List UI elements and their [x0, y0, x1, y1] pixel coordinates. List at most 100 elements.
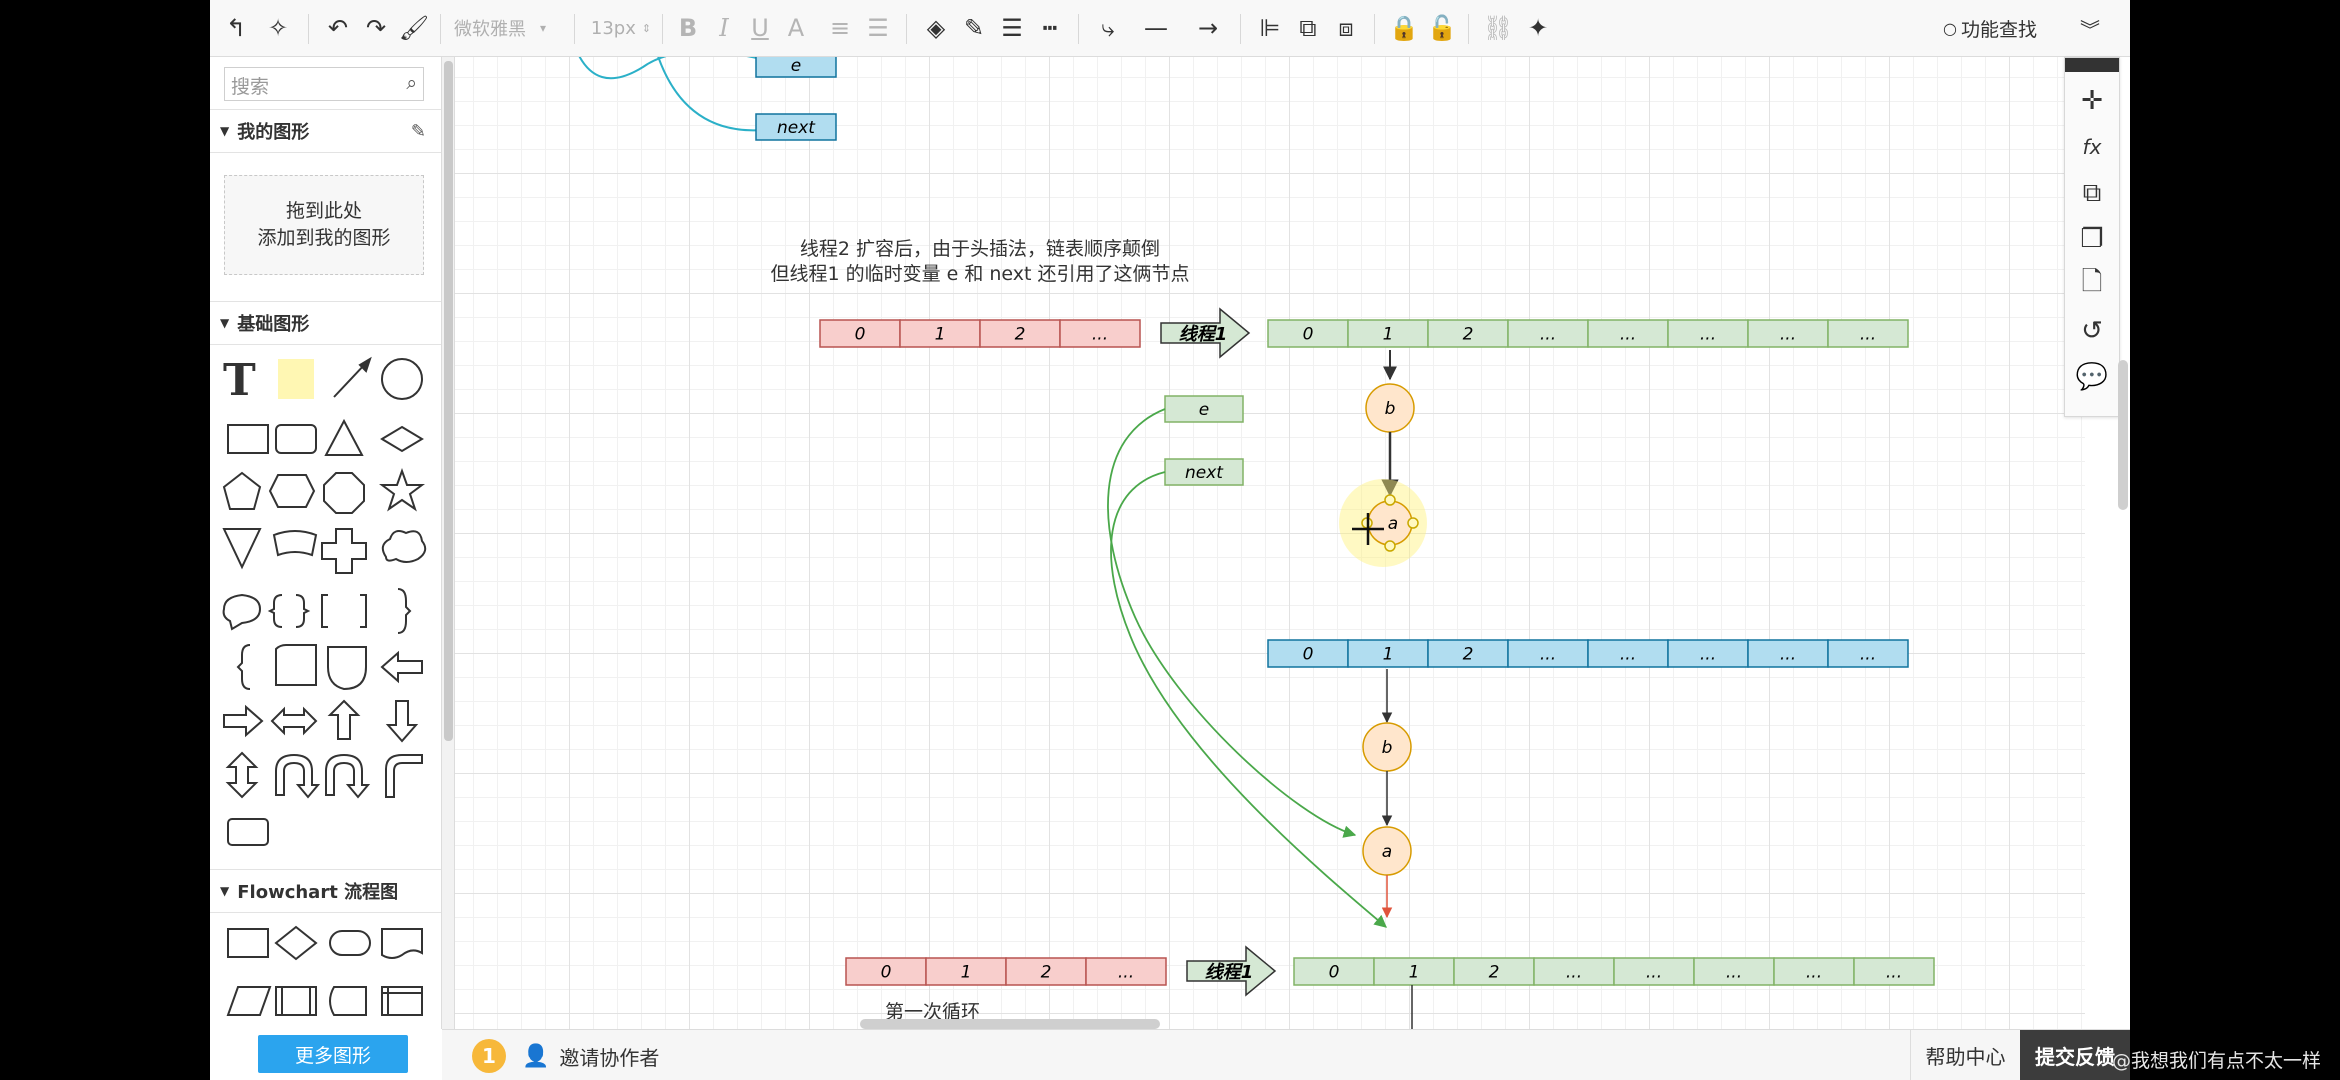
shape-pentagon[interactable] — [222, 471, 262, 510]
shape-star[interactable] — [379, 468, 425, 512]
page-icon[interactable]: 🗋 — [2081, 267, 2103, 297]
shape-u-turn-2[interactable] — [325, 753, 371, 799]
shape-octagon[interactable] — [323, 472, 365, 514]
top-var-e[interactable]: e — [755, 57, 837, 78]
connector-curve-icon[interactable]: ⤷ — [1101, 14, 1115, 42]
flow-process[interactable] — [227, 928, 269, 958]
line-width-icon[interactable]: ☰ — [1001, 14, 1023, 42]
shape-rectangle[interactable] — [227, 424, 269, 454]
flow-stored-data[interactable] — [329, 986, 367, 1016]
shape-bracket-right[interactable] — [360, 594, 367, 628]
edit-icon[interactable]: ✎ — [410, 121, 426, 142]
collaborator-count-badge[interactable]: 1 — [472, 1039, 506, 1073]
new-array-cell-0[interactable]: 0 — [1267, 319, 1349, 348]
section-flowchart[interactable]: ▼ Flowchart 流程图 — [210, 869, 441, 913]
align-icon[interactable]: ≡ — [829, 14, 851, 42]
shape-u-turn[interactable] — [275, 753, 321, 799]
new-array-cell-5[interactable]: ... — [1667, 319, 1749, 348]
new-array-cell-3[interactable]: ... — [1507, 319, 1589, 348]
old-array-cell-2[interactable]: 2 — [979, 319, 1061, 348]
new-array-cell-4[interactable]: ... — [1587, 319, 1669, 348]
line-spacing-icon[interactable]: ☰ — [867, 14, 889, 42]
blue-array-cell-7[interactable]: ... — [1827, 639, 1909, 668]
shape-cross[interactable] — [321, 528, 367, 574]
mid-var-next[interactable]: next — [1164, 458, 1244, 486]
node-a-2[interactable]: a — [1362, 826, 1412, 876]
undo-icon[interactable]: ↶ — [327, 14, 349, 42]
bottom-new-array-cell-3[interactable]: ... — [1533, 957, 1615, 986]
more-shapes-button[interactable]: 更多图形 — [258, 1035, 408, 1073]
flow-predefined[interactable] — [275, 986, 317, 1016]
shape-rounded-rect[interactable] — [275, 424, 317, 454]
new-array-cell-7[interactable]: ... — [1827, 319, 1909, 348]
my-shapes-drop-zone[interactable]: 拖到此处 添加到我的图形 — [224, 175, 424, 275]
help-center-button[interactable]: 帮助中心 — [1910, 1030, 2020, 1080]
blue-array-cell-4[interactable]: ... — [1587, 639, 1669, 668]
shape-tear[interactable] — [327, 646, 367, 691]
shape-diamond[interactable] — [380, 425, 424, 453]
blue-array-cell-1[interactable]: 1 — [1347, 639, 1429, 668]
canvas-vertical-scrollbar[interactable] — [2118, 360, 2128, 510]
old-array-cell-3[interactable]: ... — [1059, 319, 1141, 348]
shape-curly-brace[interactable] — [397, 588, 412, 634]
line-style-icon[interactable]: ┅ — [1042, 14, 1058, 42]
shape-text[interactable]: T — [223, 355, 256, 406]
bottom-old-array-cell-2[interactable]: 2 — [1005, 957, 1087, 986]
feedback-button[interactable]: 提交反馈 — [2020, 1030, 2130, 1080]
blue-array-cell-5[interactable]: ... — [1667, 639, 1749, 668]
link-icon[interactable]: ⛓ — [1482, 14, 1514, 42]
shape-arrow-right[interactable] — [223, 704, 264, 738]
new-array-cell-1[interactable]: 1 — [1347, 319, 1429, 348]
shape-cloud[interactable] — [381, 530, 427, 563]
thread1-arrow-bottom[interactable]: 线程1 — [1186, 945, 1277, 997]
search-icon[interactable]: ⌕ — [406, 72, 417, 94]
line-end-icon[interactable]: — — [1144, 14, 1168, 42]
underline-icon[interactable]: U — [751, 14, 769, 42]
font-color-icon[interactable]: A — [787, 14, 805, 42]
bottom-new-array-cell-0[interactable]: 0 — [1293, 957, 1375, 986]
shape-triangle[interactable] — [324, 418, 364, 456]
bottom-new-array-cell-6[interactable]: ... — [1773, 957, 1855, 986]
blue-array-cell-2[interactable]: 2 — [1427, 639, 1509, 668]
bottom-new-array-cell-5[interactable]: ... — [1693, 957, 1775, 986]
canvas-horizontal-scrollbar[interactable] — [860, 1019, 1160, 1029]
flow-decision[interactable] — [274, 925, 318, 961]
formula-icon[interactable]: fx — [2082, 135, 2102, 159]
shape-rounded-rect-2[interactable] — [227, 818, 269, 846]
node-b-2[interactable]: b — [1362, 722, 1412, 772]
unlock-icon[interactable]: 🔓 — [1427, 14, 1457, 42]
new-array-cell-2[interactable]: 2 — [1427, 319, 1509, 348]
bottom-old-array-cell-0[interactable]: 0 — [845, 957, 927, 986]
bottom-new-array-cell-4[interactable]: ... — [1613, 957, 1695, 986]
shape-arrow-vertical[interactable] — [225, 751, 259, 799]
magic-wand-icon[interactable]: ✦ — [1527, 14, 1549, 42]
align-left-icon[interactable]: ⊫ — [1259, 14, 1281, 42]
history-icon[interactable]: ↺ — [2081, 316, 2103, 346]
blue-array-cell-6[interactable]: ... — [1747, 639, 1829, 668]
line-color-icon[interactable]: ✎ — [963, 14, 985, 42]
lock-icon[interactable]: 🔒 — [1389, 14, 1419, 42]
shape-panel-scrollbar[interactable] — [442, 57, 455, 1029]
shape-speech-bubble[interactable] — [222, 593, 262, 631]
old-array-cell-1[interactable]: 1 — [899, 319, 981, 348]
flow-internal-storage[interactable] — [381, 986, 423, 1016]
shape-card[interactable] — [272, 530, 318, 557]
top-var-next[interactable]: next — [755, 113, 837, 141]
section-basic-shapes[interactable]: ▼ 基础图形 — [210, 301, 441, 345]
blue-array-cell-3[interactable]: ... — [1507, 639, 1589, 668]
font-size-select[interactable]: 13px⇕ — [590, 17, 652, 39]
shape-inverted-triangle[interactable] — [222, 528, 262, 570]
shape-circle[interactable] — [381, 358, 423, 400]
navigate-icon[interactable]: ✛ — [2081, 86, 2103, 116]
shape-hexagon[interactable] — [268, 474, 316, 508]
flow-document[interactable] — [381, 928, 423, 959]
shape-arrow-double[interactable] — [270, 706, 318, 736]
shape-search-input[interactable]: 搜索 ⌕ — [224, 67, 424, 101]
shape-brace-single[interactable] — [236, 644, 251, 690]
mid-var-e[interactable]: e — [1164, 395, 1244, 423]
invite-collaborator-button[interactable]: 👤 邀请协作者 — [522, 1040, 659, 1072]
back-icon[interactable]: ↰ — [225, 14, 247, 42]
feature-search-button[interactable]: ○功能查找 — [1930, 10, 2050, 46]
flow-data[interactable] — [226, 986, 272, 1016]
bottom-new-array-cell-7[interactable]: ... — [1853, 957, 1935, 986]
